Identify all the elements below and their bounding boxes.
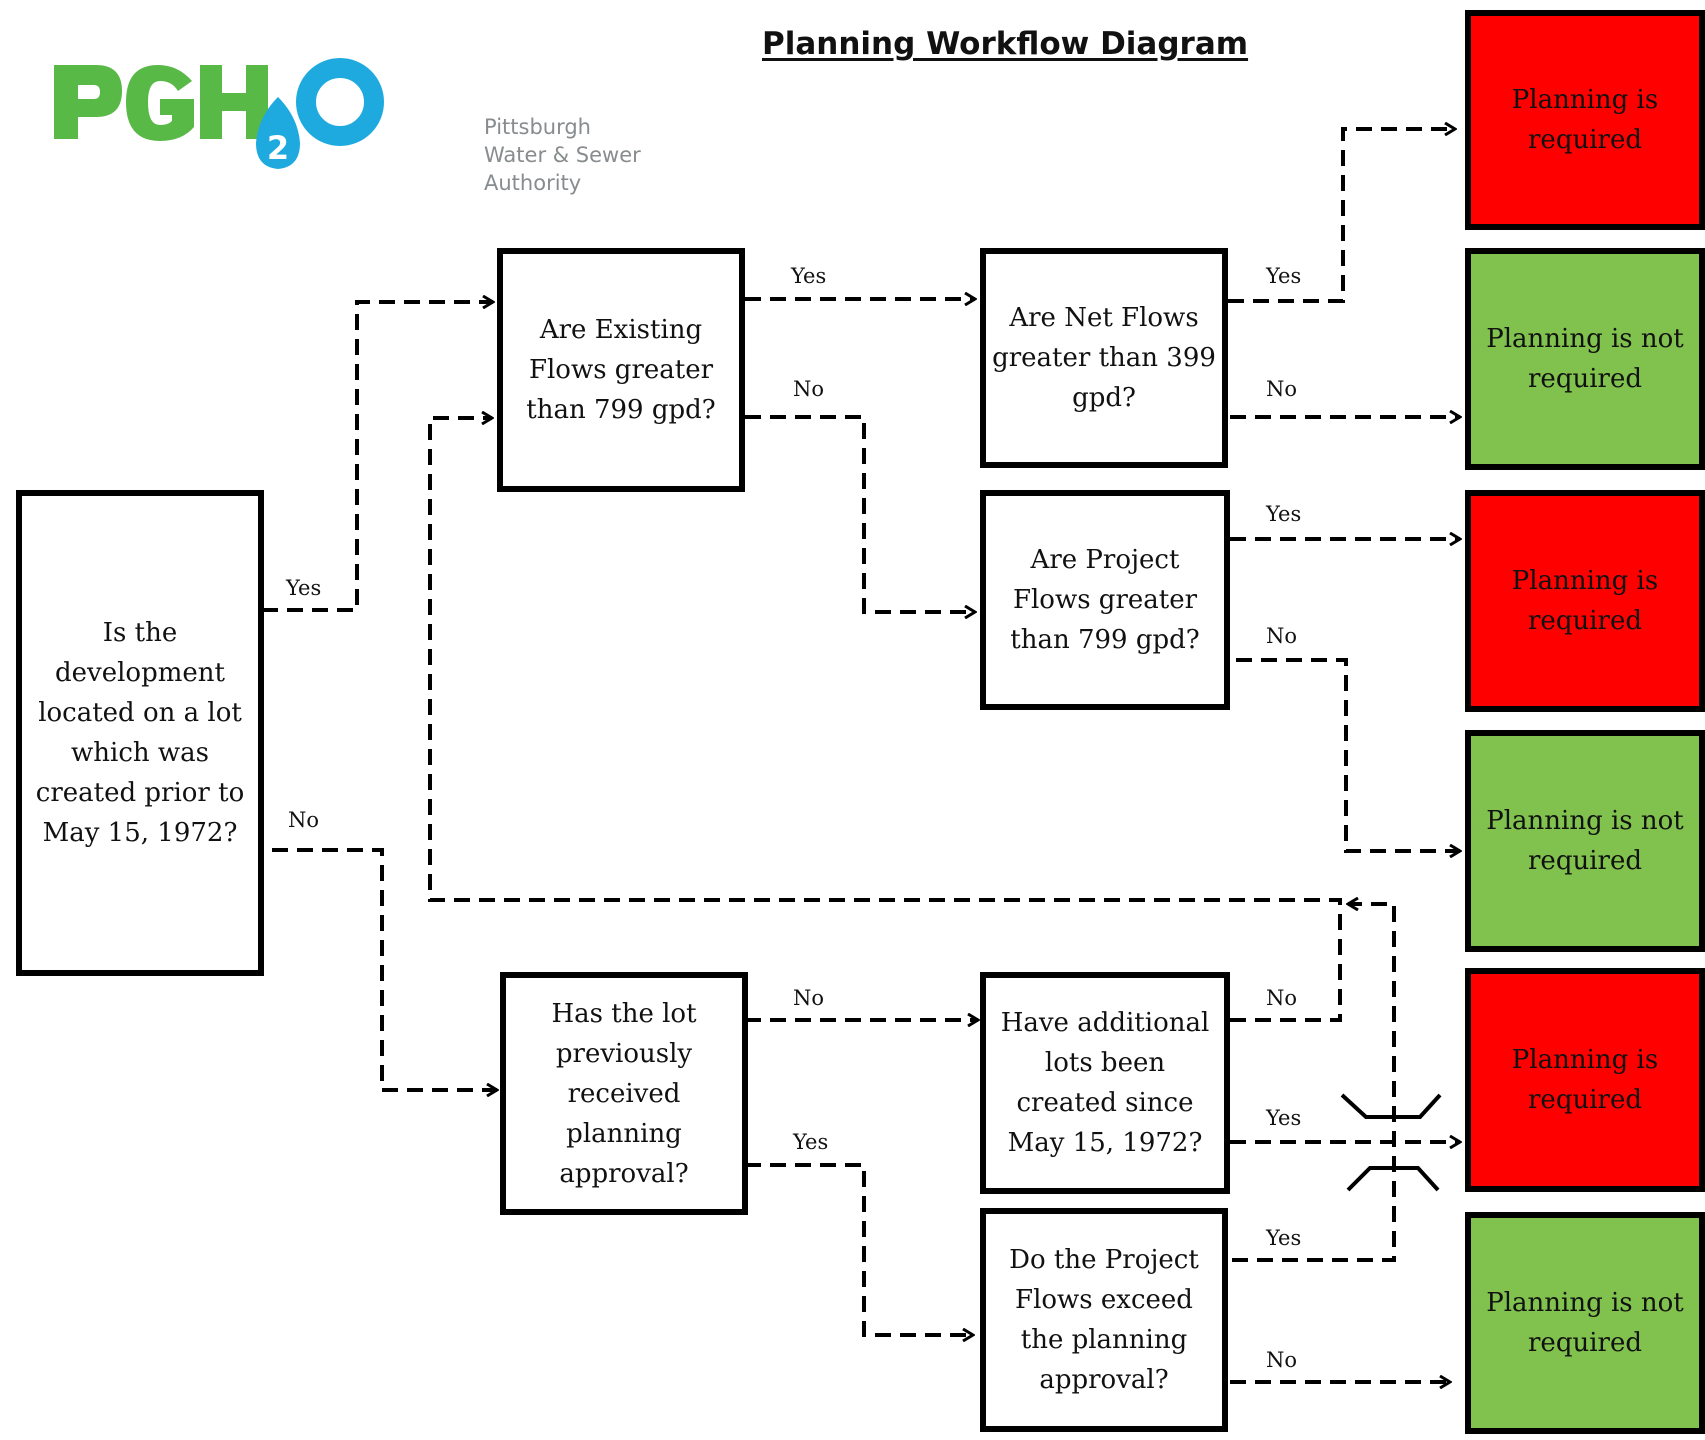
edge-label-no: No bbox=[1266, 377, 1298, 401]
edge-label-no: No bbox=[288, 808, 320, 832]
logo-org-line: Water & Sewer bbox=[484, 143, 641, 167]
decision-exceed-approval: Do the Project Flows exceed the planning… bbox=[980, 1208, 1228, 1432]
edge-label-yes: Yes bbox=[791, 264, 827, 288]
edge-label-no: No bbox=[1266, 624, 1298, 648]
logo-org-line: Authority bbox=[484, 171, 582, 195]
decision-text: Have additional lots been created since … bbox=[1000, 1008, 1210, 1158]
decision-text: Do the Project Flows exceed the planning… bbox=[1009, 1245, 1199, 1395]
edge-exceed-yes bbox=[1232, 904, 1396, 1262]
outcome-planning-required: Planning is required bbox=[1465, 490, 1705, 712]
outcome-planning-not-required: Planning is not required bbox=[1465, 248, 1705, 470]
decision-lot-created-before-1972: Is the development located on a lot whic… bbox=[16, 490, 264, 976]
edge-prev-yes bbox=[745, 1163, 973, 1335]
outcome-text: Planning is required bbox=[1511, 1045, 1659, 1115]
edge-project-no bbox=[1236, 658, 1460, 851]
edge-label-yes: Yes bbox=[1266, 1226, 1302, 1250]
decision-net-flows: Are Net Flows greater than 399 gpd? bbox=[980, 248, 1228, 468]
decision-project-flows: Are Project Flows greater than 799 gpd? bbox=[980, 490, 1230, 710]
edge-existing-no bbox=[745, 415, 975, 612]
edge-label-no: No bbox=[793, 986, 825, 1010]
outcome-text: Planning is not required bbox=[1486, 1288, 1684, 1358]
decision-text: Are Existing Flows greater than 799 gpd? bbox=[526, 315, 716, 425]
decision-existing-flows: Are Existing Flows greater than 799 gpd? bbox=[497, 248, 745, 492]
pgh2o-wordmark: 2 bbox=[54, 58, 384, 169]
edge-label-yes: Yes bbox=[286, 576, 322, 600]
outcome-text: Planning is not required bbox=[1486, 324, 1684, 394]
decision-text: Are Project Flows greater than 799 gpd? bbox=[1010, 545, 1200, 655]
svg-text:2: 2 bbox=[267, 129, 289, 167]
edge-label-no: No bbox=[793, 377, 825, 401]
edge-net-yes bbox=[1228, 129, 1455, 303]
decision-text: Are Net Flows greater than 399 gpd? bbox=[992, 303, 1216, 413]
edge-lot-yes bbox=[262, 302, 493, 612]
decision-text: Is the development located on a lot whic… bbox=[35, 618, 245, 848]
edge-label-no: No bbox=[1266, 986, 1298, 1010]
pgh2o-logo: 2 Pittsburgh Water & Sewer Authority bbox=[50, 55, 641, 195]
decision-additional-lots: Have additional lots been created since … bbox=[980, 972, 1230, 1194]
outcome-text: Planning is required bbox=[1511, 85, 1659, 155]
decision-previous-approval: Has the lot previously received planning… bbox=[500, 972, 748, 1215]
edge-label-yes: Yes bbox=[1266, 1106, 1302, 1130]
diagram-title: Planning Workflow Diagram bbox=[762, 26, 1249, 62]
edge-additional-no bbox=[428, 418, 1342, 1022]
logo-organization-name: Pittsburgh Water & Sewer Authority bbox=[484, 113, 684, 197]
outcome-planning-required: Planning is required bbox=[1465, 968, 1705, 1192]
outcome-text: Planning is not required bbox=[1486, 806, 1684, 876]
outcome-planning-not-required: Planning is not required bbox=[1465, 730, 1705, 952]
edge-label-no: No bbox=[1266, 1348, 1298, 1372]
edge-label-yes: Yes bbox=[1266, 502, 1302, 526]
logo-org-line: Pittsburgh bbox=[484, 115, 591, 139]
decision-text: Has the lot previously received planning… bbox=[551, 998, 697, 1189]
outcome-text: Planning is required bbox=[1511, 566, 1659, 636]
edge-lot-no bbox=[272, 848, 497, 1090]
outcome-planning-required: Planning is required bbox=[1465, 10, 1705, 230]
outcome-planning-not-required: Planning is not required bbox=[1465, 1212, 1705, 1434]
edge-label-yes: Yes bbox=[1266, 264, 1302, 288]
edge-label-yes: Yes bbox=[793, 1130, 829, 1154]
crossing-bridge-symbol bbox=[1340, 1093, 1442, 1192]
